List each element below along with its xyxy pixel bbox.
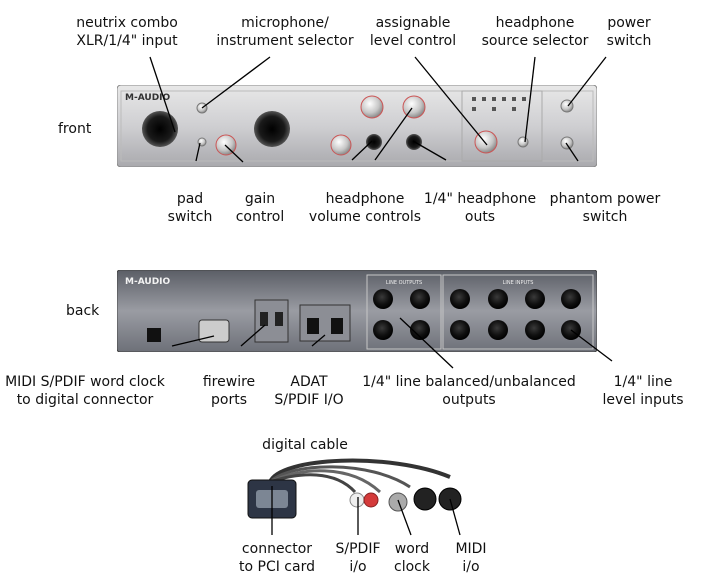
gain-control-label-line1: gain — [244, 191, 276, 207]
power-switch-label: power switch — [607, 14, 652, 50]
power-switch-label-line1: power — [607, 15, 651, 31]
assignable-level-label: assignable level control — [370, 14, 456, 50]
firewire-port-1 — [260, 312, 268, 326]
gain-control-label-line2: control — [235, 209, 285, 225]
power-switch-label-line2: switch — [606, 33, 652, 49]
phantom-label-line2: switch — [582, 209, 628, 225]
line-inputs-caption: LINE INPUTS — [503, 280, 534, 286]
spdif-io-label-line2: i/o — [349, 559, 367, 575]
gain-knob-2 — [330, 134, 352, 156]
front-side-label: front — [58, 121, 92, 137]
spdif-io-label: S/PDIF i/o — [335, 540, 380, 576]
power-socket — [147, 328, 161, 342]
mic-selector-label-line2: instrument selector — [216, 33, 354, 49]
phantom-label: phantom power switch — [550, 190, 661, 226]
midi-io-label-line2: i/o — [462, 559, 480, 575]
mic-selector-label: microphone/ instrument selector — [216, 14, 353, 50]
line-in-jack — [450, 320, 470, 340]
line-in-jack — [450, 289, 470, 309]
midi-connector-label-line1: MIDI S/PDIF word clock — [5, 374, 165, 390]
hp-source-label-line2: source selector — [481, 33, 589, 49]
hp-volume-1 — [360, 95, 384, 119]
line-outputs-caption: LINE OUTPUTS — [386, 280, 422, 286]
adat-label-line2: S/PDIF I/O — [274, 392, 344, 408]
line-out-jack — [410, 289, 430, 309]
assignable-level-label-line1: assignable — [375, 15, 451, 31]
midi-din-1 — [413, 487, 437, 511]
adat-label-line1: ADAT — [290, 374, 328, 390]
gain-control-label: gain control — [236, 190, 285, 226]
pad-switch-label-line1: pad — [176, 191, 204, 207]
combo-input-2 — [254, 111, 290, 147]
balanced-outputs-label: 1/4" line balanced/unbalanced outputs — [362, 373, 576, 409]
firewire-label: firewire ports — [203, 373, 255, 409]
back-brand: M-AUDIO — [125, 277, 171, 287]
hp-volume-label-line2: volume controls — [308, 209, 422, 225]
spdif-io-label-line1: S/PDIF — [335, 541, 381, 557]
word-clock-label: word clock — [394, 540, 430, 576]
hp-volume-label-line1: headphone — [325, 191, 405, 207]
adat-out — [307, 318, 319, 334]
mic-selector-label-line1: microphone/ — [241, 15, 329, 31]
hp-source-label-line1: headphone — [495, 15, 575, 31]
hp-outs-label-line2: outs — [464, 209, 496, 225]
line-output-jacks — [373, 289, 430, 340]
line-in-jack — [488, 289, 508, 309]
line-inputs-label-line2: level inputs — [602, 392, 684, 408]
pci-connector-label: connector to PCI card — [239, 540, 315, 576]
hp-outs-label: 1/4" headphone outs — [424, 190, 536, 226]
hp-source-label: headphone source selector — [482, 14, 589, 50]
balanced-outputs-label-line2: outputs — [442, 392, 496, 408]
pci-connector-label-line1: connector — [241, 541, 313, 557]
firewire-label-line1: firewire — [202, 374, 256, 390]
line-in-jack — [525, 320, 545, 340]
line-out-jack — [373, 320, 393, 340]
back-side-label: back — [66, 303, 100, 319]
pci-connector-label-line2: to PCI card — [239, 559, 315, 575]
midi-spdif-connector — [198, 319, 230, 343]
hp-out-1 — [366, 134, 382, 150]
combo-input-1 — [142, 111, 178, 147]
combo-input-label-line1: neutrix combo — [76, 15, 178, 31]
midi-connector-label-line2: to digital connector — [16, 392, 154, 408]
assignable-level-label-line2: level control — [369, 33, 457, 49]
line-in-jack — [525, 289, 545, 309]
hp-outs-label-line1: 1/4" headphone — [423, 191, 537, 207]
midi-connector-label: MIDI S/PDIF word clock to digital connec… — [5, 373, 165, 409]
back-panel: M-AUDIO LINE OUTPUTS LINE INPUTS — [117, 270, 597, 352]
line-inputs-label: 1/4" line level inputs — [602, 373, 683, 409]
phantom-switch — [560, 136, 574, 150]
pad-switch-label-line2: switch — [167, 209, 213, 225]
phantom-label-line1: phantom power — [549, 191, 661, 207]
firewire-label-line2: ports — [211, 392, 247, 408]
midi-io-label-line1: MIDI — [455, 541, 487, 557]
combo-input-label-line2: XLR/1/4" input — [76, 33, 178, 49]
balanced-outputs-label-line1: 1/4" line balanced/unbalanced — [362, 374, 576, 390]
cable-title: digital cable — [262, 437, 348, 453]
pad-switch-label: pad switch — [168, 190, 213, 226]
word-clock-label-line1: word — [394, 541, 430, 557]
midi-io-label: MIDI i/o — [455, 540, 486, 576]
line-inputs-label-line1: 1/4" line — [613, 374, 673, 390]
line-out-jack — [373, 289, 393, 309]
adat-label: ADAT S/PDIF I/O — [274, 373, 343, 409]
front-brand: M-AUDIO — [125, 93, 171, 103]
hp-volume-label: headphone volume controls — [309, 190, 421, 226]
firewire-port-2 — [275, 312, 283, 326]
bnc-connector — [388, 492, 408, 512]
line-out-jack — [410, 320, 430, 340]
adat-in — [331, 318, 343, 334]
rca-red — [363, 492, 379, 508]
word-clock-label-line2: clock — [394, 559, 430, 575]
combo-input-label: neutrix combo XLR/1/4" input — [76, 14, 178, 50]
line-in-jack — [561, 289, 581, 309]
line-in-jack — [488, 320, 508, 340]
